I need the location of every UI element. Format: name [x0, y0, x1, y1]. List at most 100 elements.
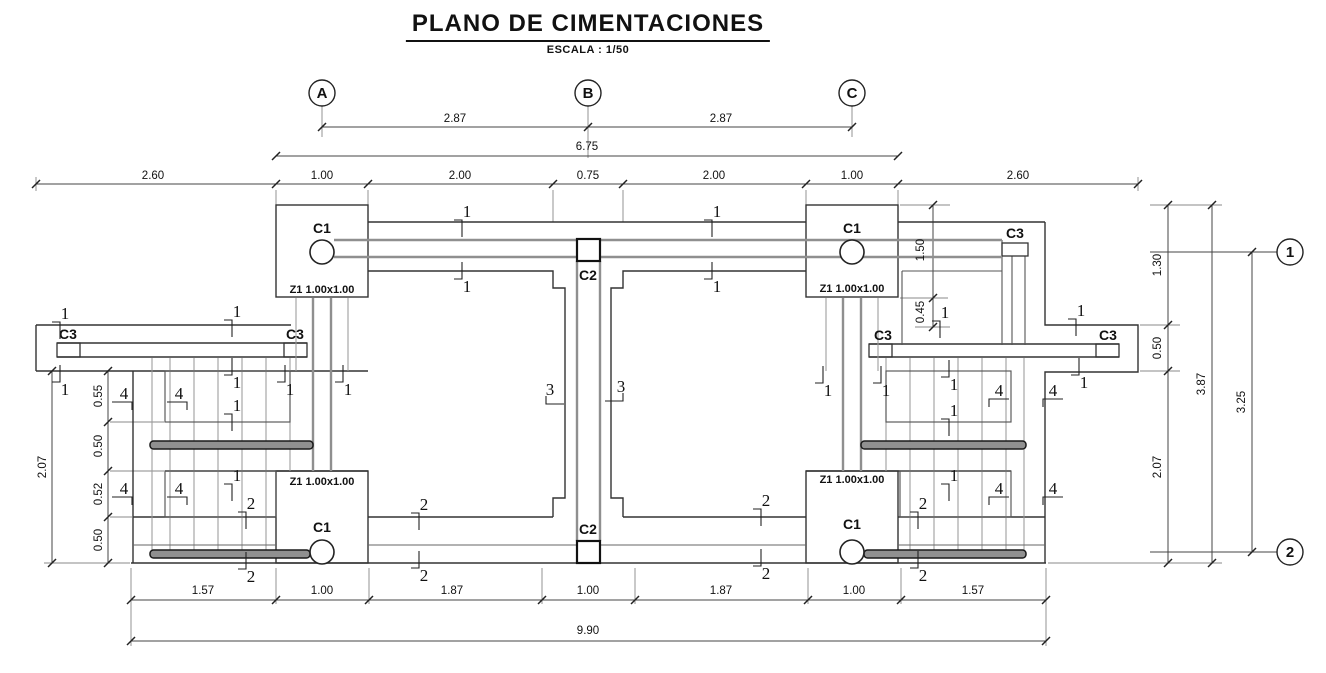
- section-mark-bracket: [112, 401, 133, 410]
- section-mark-bracket: [167, 401, 188, 410]
- dim-tick: [583, 122, 593, 132]
- dimension-text: 0.45: [915, 301, 927, 323]
- dim-tick: [31, 179, 41, 189]
- column-label: C1: [843, 220, 861, 236]
- section-mark-number: 4: [1049, 381, 1058, 400]
- dimension-text: 2.60: [142, 170, 164, 182]
- section-mark-bracket: [988, 496, 1009, 505]
- dim-tick: [1163, 366, 1173, 376]
- section-mark-bracket: [224, 358, 233, 376]
- section-mark-bracket: [1068, 318, 1077, 336]
- dim-tick: [928, 293, 938, 303]
- section-mark-number: 1: [950, 375, 959, 394]
- dim-tick: [271, 179, 281, 189]
- dimension-lines: [36, 126, 1277, 642]
- section-mark-number: 1: [882, 381, 891, 400]
- dimension-text: 0.55: [93, 385, 105, 407]
- dim-tick: [801, 179, 811, 189]
- section-mark-number: 4: [175, 479, 184, 498]
- dimension-text: 9.90: [577, 625, 599, 637]
- section-mark-bracket: [941, 483, 950, 501]
- section-mark-number: 4: [995, 381, 1004, 400]
- section-mark-bracket: [454, 262, 463, 280]
- strip-footing-label: C3: [874, 327, 892, 343]
- column-label: C2: [579, 521, 597, 537]
- footing-label: Z1 1.00x1.00: [820, 474, 885, 486]
- section-mark-bracket: [411, 512, 420, 530]
- section-mark-bracket: [815, 366, 824, 384]
- section-mark-number: 2: [420, 495, 429, 514]
- dim-tick: [1207, 558, 1217, 568]
- dimension-text: 1.50: [915, 239, 927, 261]
- section-mark-number: 1: [941, 303, 950, 322]
- dimension-text: 2.00: [449, 170, 471, 182]
- dimension-text: 0.50: [1152, 337, 1164, 359]
- dimension-text: 1.57: [962, 585, 984, 597]
- grid-bubble: [574, 79, 602, 107]
- section-mark-number: 4: [995, 479, 1004, 498]
- dim-tick: [364, 595, 374, 605]
- section-mark-bracket: [224, 413, 233, 431]
- section-mark-bracket: [941, 360, 950, 378]
- dimension-text: 1.30: [1152, 254, 1164, 276]
- section-mark-number: 1: [233, 373, 242, 392]
- dim-tick: [803, 595, 813, 605]
- column-label: C1: [313, 519, 331, 535]
- inner-lines: [901, 240, 1026, 345]
- dimension-text: 2.07: [1152, 456, 1164, 478]
- dimension-text: 1.57: [192, 585, 214, 597]
- section-mark-number: 2: [919, 494, 928, 513]
- section-mark-number: 1: [824, 381, 833, 400]
- column-C1-A1: [309, 239, 335, 265]
- dim-tick: [893, 179, 903, 189]
- dim-tick: [126, 595, 136, 605]
- dim-tick: [271, 595, 281, 605]
- footing-label: Z1 1.00x1.00: [820, 283, 885, 295]
- section-mark-number: 1: [463, 202, 472, 221]
- section-mark-bracket: [167, 496, 188, 505]
- column-label: C1: [843, 516, 861, 532]
- dimension-text: 3.25: [1236, 391, 1248, 413]
- section-mark-bracket: [454, 219, 463, 237]
- section-mark-number: 3: [617, 377, 626, 396]
- dimension-text: 0.52: [93, 483, 105, 505]
- section-mark-number: 2: [247, 567, 256, 586]
- grid-bubble-label: C: [847, 85, 858, 102]
- grid-bubble-label: B: [583, 85, 594, 102]
- section-mark-bracket: [112, 496, 133, 505]
- grid-bubble: [308, 79, 336, 107]
- dim-tick: [893, 151, 903, 161]
- section-mark-bracket: [704, 219, 713, 237]
- dim-tick: [1133, 179, 1143, 189]
- dim-tick: [103, 558, 113, 568]
- section-mark-number: 1: [233, 466, 242, 485]
- extension-lines: [35, 106, 1222, 646]
- column-C2-B1: [575, 237, 602, 263]
- dim-tick: [1041, 595, 1051, 605]
- dimension-text: 3.87: [1196, 373, 1208, 395]
- section-mark-bracket: [1042, 496, 1063, 505]
- dimension-text: 2.07: [37, 456, 49, 478]
- dimension-text: 1.00: [311, 585, 333, 597]
- dimension-text: 1.00: [841, 170, 863, 182]
- strip-footing-label: C3: [286, 326, 304, 342]
- section-mark-bracket: [335, 365, 344, 383]
- dim-tick: [271, 151, 281, 161]
- dim-tick: [1247, 247, 1257, 257]
- dimension-text: 2.00: [703, 170, 725, 182]
- section-mark-bracket: [238, 511, 247, 529]
- dim-tick: [1163, 558, 1173, 568]
- column-label: C2: [579, 267, 597, 283]
- section-mark-number: 4: [120, 384, 129, 403]
- dimension-text: 1.00: [843, 585, 865, 597]
- grid-bubble-label: 2: [1286, 544, 1294, 561]
- section-mark-bracket: [277, 365, 286, 383]
- section-mark-number: 1: [233, 396, 242, 415]
- section-mark-bracket: [753, 508, 762, 526]
- section-mark-bracket: [704, 262, 713, 280]
- dimension-text: 2.87: [710, 113, 732, 125]
- dimension-text: 0.50: [93, 529, 105, 551]
- section-mark-number: 2: [420, 566, 429, 585]
- section-mark-number: 4: [1049, 479, 1058, 498]
- dim-tick: [1041, 636, 1051, 646]
